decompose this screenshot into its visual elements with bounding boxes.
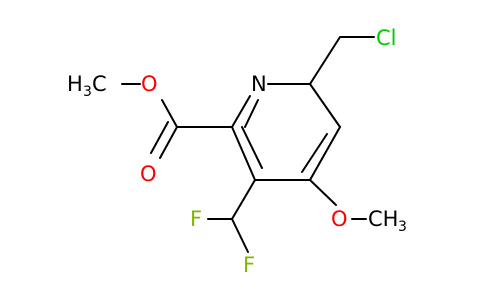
bond-c6-ch2 [309, 36, 341, 85]
bond-cf2-fbottom [231, 218, 249, 253]
atom-nitrogen: N [251, 72, 267, 96]
atom-fluorine-bottom: F [243, 253, 255, 277]
atom-oxygen-carbonyl: O [140, 162, 157, 186]
bond-c3-c2 [231, 126, 256, 181]
group-h3c: H 3 C [67, 72, 107, 100]
bond-c5-c4 [309, 126, 341, 181]
bond-c4-o [309, 179, 337, 206]
atom-oxygen-ester: O [141, 72, 158, 96]
ch3-ch: CH [368, 207, 398, 231]
bond-ccarbonyl-oether [161, 99, 178, 128]
bond-c2-n-inner [244, 99, 259, 128]
bond-ccarbonyl-ocarbonyl-b [150, 121, 169, 154]
h3c-c: C [92, 72, 107, 96]
bond-ccarbonyl-ocarbonyl-a [159, 126, 178, 159]
bond-c6-c5 [309, 83, 341, 128]
atom-chlorine: Cl [376, 26, 397, 50]
atom-fluorine-top: F [190, 207, 202, 231]
bond-c3-cf2 [231, 179, 256, 220]
atom-oxygen-methoxy: O [331, 207, 348, 231]
bond-c5-c4-inner [301, 133, 328, 173]
bond-c3-c2-inner [241, 126, 263, 169]
h3c-h: H [67, 72, 83, 96]
ch3-sub: 3 [398, 219, 407, 235]
group-ch3: CH 3 [368, 207, 407, 235]
bond-c2-n [231, 95, 251, 128]
h3c-sub: 3 [83, 84, 92, 100]
